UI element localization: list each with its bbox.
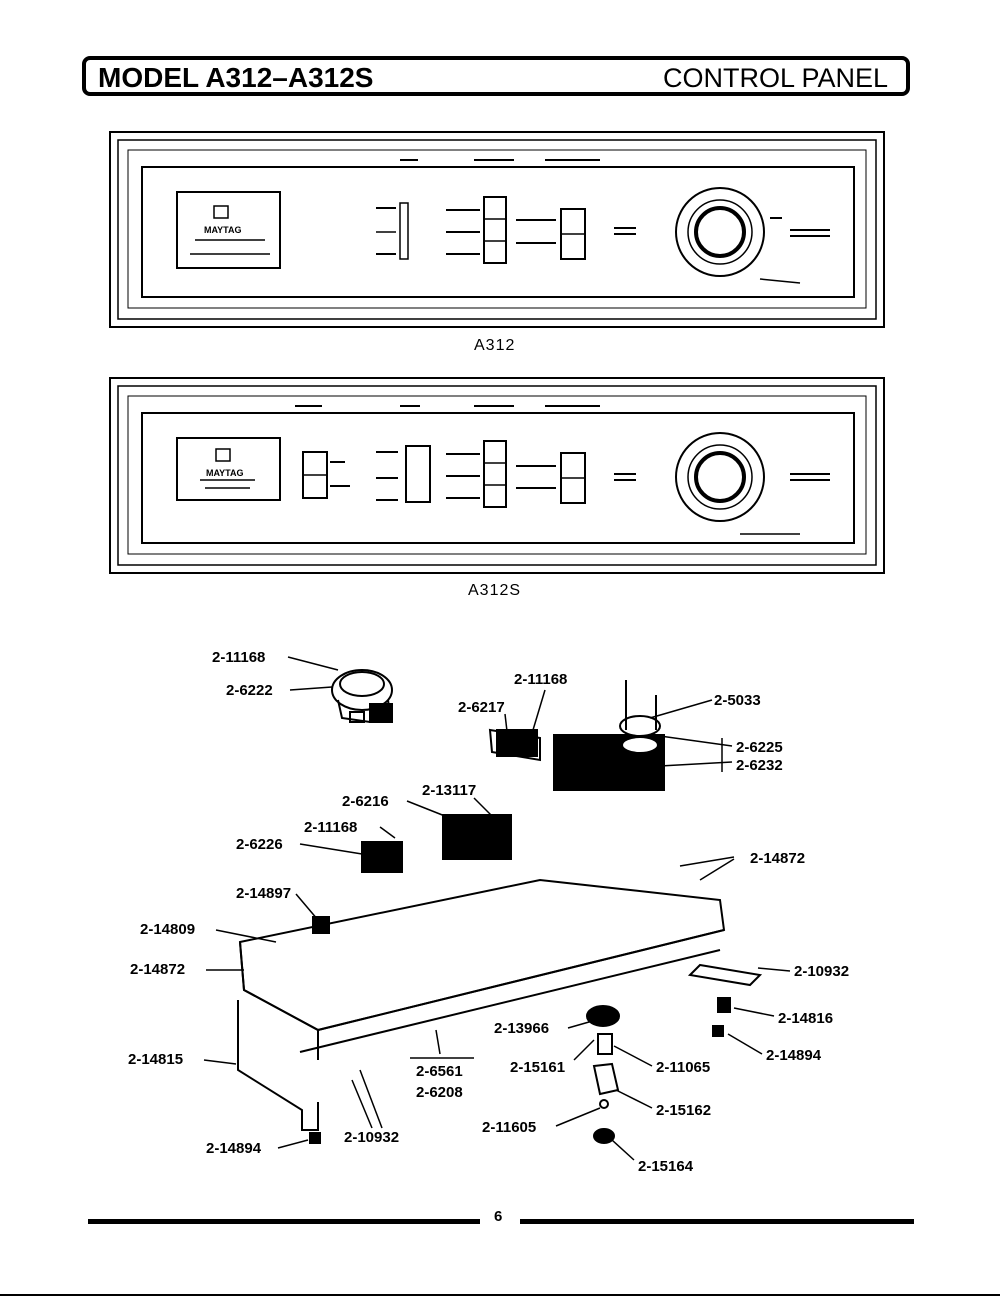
part-label: 2-15162	[656, 1102, 711, 1119]
brand-label: MAYTAG	[206, 468, 244, 478]
part-label: 2-11168	[212, 649, 265, 666]
switch-part-2-6216	[442, 814, 512, 860]
section-title: CONTROL PANEL	[662, 63, 888, 93]
part-label: 2-14894	[766, 1047, 822, 1064]
panel-a312	[109, 131, 885, 328]
part-label: 2-11065	[656, 1059, 710, 1076]
page-edge-rule	[0, 1294, 1000, 1296]
model-label: MODEL A312–A312S	[98, 62, 374, 93]
panel-a312s	[109, 377, 885, 574]
part-label: 2-11168	[514, 671, 567, 688]
part-label: 2-13966	[494, 1020, 549, 1037]
part-label: 2-6217	[458, 699, 505, 716]
part-label: 2-14872	[750, 850, 805, 867]
panel-caption-a312: A312	[474, 337, 516, 354]
part-label: 2-6225	[736, 739, 783, 756]
part-label: 2-14894	[206, 1140, 262, 1157]
page-number: 6	[494, 1208, 503, 1225]
footer-rule-left	[88, 1219, 480, 1224]
knob-hub	[586, 1005, 620, 1027]
brand-logo-icon-s	[215, 448, 231, 462]
part-label: 2-14816	[778, 1010, 833, 1027]
brand-plate	[176, 191, 281, 269]
part-label: 2-14872	[130, 961, 185, 978]
part-label: 2-14815	[128, 1051, 183, 1068]
part-label: 2-14809	[140, 921, 195, 938]
part-label: 2-11168	[304, 819, 357, 836]
brand-logo-icon	[213, 205, 229, 219]
part-label: 2-14897	[236, 885, 291, 902]
brand-plate-s	[176, 437, 281, 501]
title-block: MODEL A312–A312S CONTROL PANEL	[82, 56, 910, 96]
footer-rule-right	[520, 1219, 914, 1224]
part-label: 2-6222	[226, 682, 273, 699]
part-label: 2-11605	[482, 1119, 536, 1136]
part-label: 2-15164	[638, 1158, 694, 1175]
switch-part-2-6226	[361, 841, 403, 873]
part-label: 2-6216	[342, 793, 389, 810]
part-label: 2-13117	[422, 782, 476, 799]
part-label: 2-6232	[736, 757, 783, 774]
leader-lines	[203, 656, 791, 1161]
exploded-view	[203, 656, 791, 1161]
panel-caption-a312s: A312S	[468, 582, 522, 599]
part-label: 2-5033	[714, 692, 761, 709]
part-label: 2-6226	[236, 836, 283, 853]
part-label: 2-10932	[794, 963, 849, 980]
brand-label: MAYTAG	[204, 225, 242, 235]
part-label: 2-6208	[416, 1084, 463, 1101]
part-label: 2-10932	[344, 1129, 399, 1146]
part-label: 2-6561	[416, 1063, 463, 1080]
part-label: 2-15161	[510, 1059, 565, 1076]
part-labels: 2-11168 2-6222 2-11168 2-6217 2-5033 2-6…	[128, 649, 849, 1175]
